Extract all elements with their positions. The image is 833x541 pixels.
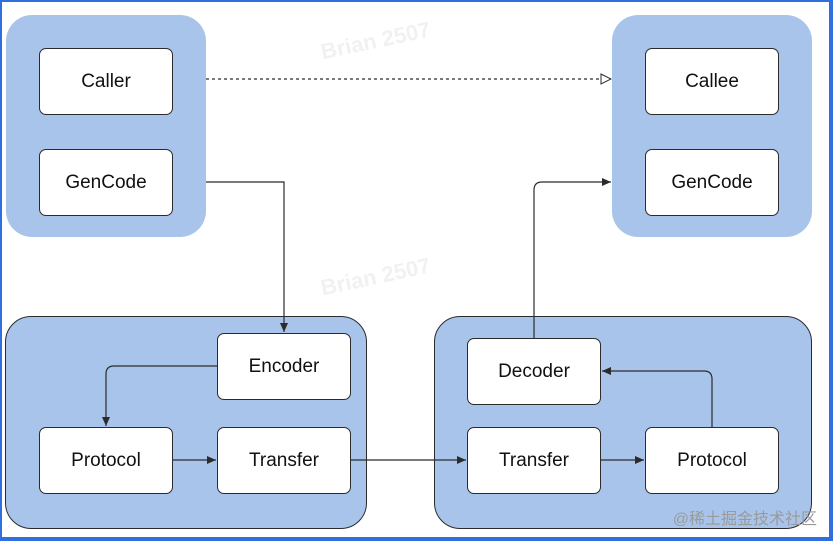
decoder-node: Decoder	[467, 338, 601, 405]
callee-node: Callee	[645, 48, 779, 115]
callee-gencode-node: GenCode	[645, 149, 779, 216]
protocol-right-node: Protocol	[645, 427, 779, 494]
footer-credit: @稀土掘金技术社区	[672, 511, 817, 528]
transfer-left-node: Transfer	[217, 427, 351, 494]
protocol-left-node: Protocol	[39, 427, 173, 494]
edge-protocol-to-decoder	[602, 367, 713, 427]
encoder-node: Encoder	[217, 333, 351, 400]
caller-node: Caller	[39, 48, 173, 115]
caller-gencode-node: GenCode	[39, 149, 173, 216]
edge-decoder-to-gencode	[533, 178, 611, 338]
edge-encoder-to-protocol	[102, 365, 217, 426]
transfer-right-node: Transfer	[467, 427, 601, 494]
edge-gencode-to-encoder	[206, 181, 288, 332]
